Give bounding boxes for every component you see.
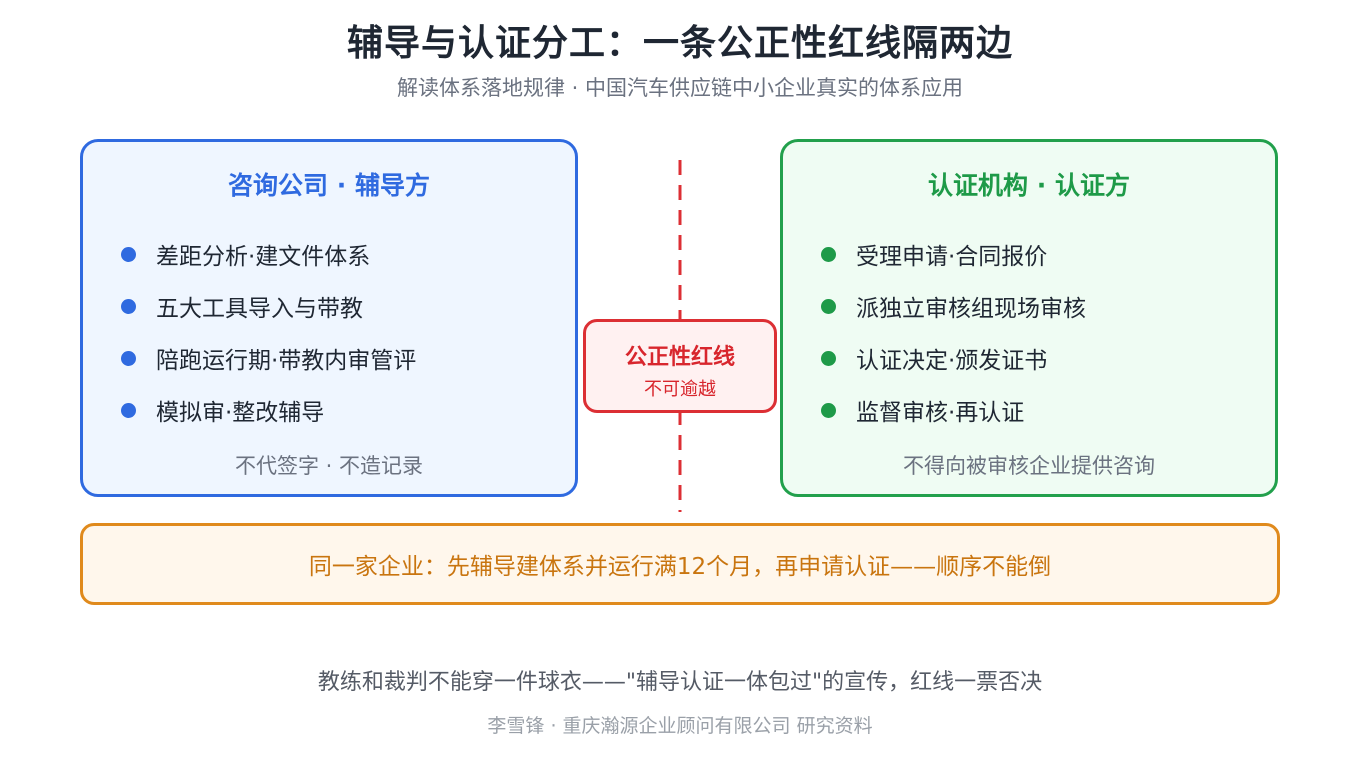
certifier-duty-label: 认证决定·颁发证书	[856, 348, 1048, 374]
bullet-dot-icon	[821, 298, 836, 314]
page-subtitle: 解读体系落地规律 · 中国汽车供应链中小企业真实的体系应用	[396, 76, 964, 100]
consultant-duty-label: 陪跑运行期·带教内审管评	[156, 348, 417, 374]
bullet-dot-icon	[121, 298, 136, 314]
consultant-duty-label: 模拟审·整改辅导	[156, 400, 325, 426]
sequence-banner-text: 同一家企业：先辅导建体系并运行满12个月，再申请认证——顺序不能倒	[308, 554, 1052, 580]
red-line-subtitle: 不可逾越	[644, 379, 716, 400]
certifier-panel: 认证机构 · 认证方 受理申请·合同报价 派独立审核组现场审核 认证决定·颁发证…	[780, 139, 1278, 497]
certifier-duty-item: 受理申请·合同报价	[821, 228, 1086, 280]
consultant-duty-list: 差距分析·建文件体系 五大工具导入与带教 陪跑运行期·带教内审管评 模拟审·整改…	[121, 228, 416, 436]
consultant-duty-item: 陪跑运行期·带教内审管评	[121, 332, 416, 384]
bullet-dot-icon	[121, 350, 136, 366]
consultant-duty-item: 差距分析·建文件体系	[121, 228, 416, 280]
red-line-box: 公正性红线 不可逾越	[583, 319, 777, 413]
footer-credit: 李雪锋 · 重庆瀚源企业顾问有限公司 研究资料	[487, 715, 873, 737]
consultant-panel: 咨询公司 · 辅导方 差距分析·建文件体系 五大工具导入与带教 陪跑运行期·带教…	[80, 139, 578, 497]
certifier-panel-note: 不得向被审核企业提供咨询	[903, 454, 1155, 478]
certifier-duty-item: 认证决定·颁发证书	[821, 332, 1086, 384]
certifier-duty-label: 受理申请·合同报价	[856, 244, 1048, 270]
consultant-panel-note: 不代签字 · 不造记录	[234, 454, 424, 478]
red-line-title: 公正性红线	[624, 345, 735, 370]
bullet-dot-icon	[121, 402, 136, 418]
consultant-panel-title: 咨询公司 · 辅导方	[228, 171, 430, 200]
bullet-dot-icon	[121, 246, 136, 262]
page-title: 辅导与认证分工：一条公正性红线隔两边	[346, 23, 1013, 64]
certifier-duty-list: 受理申请·合同报价 派独立审核组现场审核 认证决定·颁发证书 监督审核·再认证	[821, 228, 1086, 436]
consultant-duty-item: 模拟审·整改辅导	[121, 384, 416, 436]
bullet-dot-icon	[821, 402, 836, 418]
consultant-duty-item: 五大工具导入与带教	[121, 280, 416, 332]
certifier-duty-item: 监督审核·再认证	[821, 384, 1086, 436]
bullet-dot-icon	[821, 246, 836, 262]
sequence-banner: 同一家企业：先辅导建体系并运行满12个月，再申请认证——顺序不能倒	[80, 523, 1280, 605]
certifier-duty-label: 监督审核·再认证	[856, 400, 1025, 426]
consultant-duty-label: 五大工具导入与带教	[156, 296, 363, 322]
certifier-duty-item: 派独立审核组现场审核	[821, 280, 1086, 332]
bullet-dot-icon	[821, 350, 836, 366]
footer-tagline: 教练和裁判不能穿一件球衣——"辅导认证一体包过"的宣传，红线一票否决	[317, 670, 1043, 695]
certifier-duty-label: 派独立审核组现场审核	[856, 296, 1086, 322]
certifier-panel-title: 认证机构 · 认证方	[928, 171, 1130, 200]
consultant-duty-label: 差距分析·建文件体系	[156, 244, 371, 270]
